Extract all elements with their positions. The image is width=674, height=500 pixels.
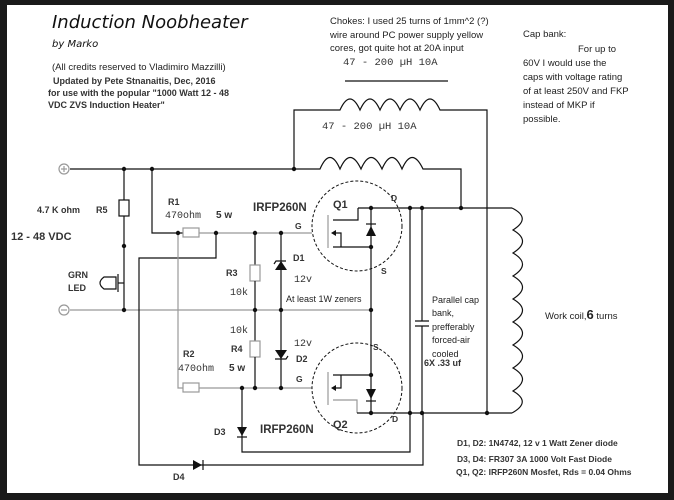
svg-text:Updated by Pete Stnanaitis, De: Updated by Pete Stnanaitis, Dec, 2016 (53, 76, 216, 86)
svg-text:wire around PC power supply ye: wire around PC power supply yellow (329, 30, 483, 41)
supply-voltage: 12 - 48 VDC (11, 231, 72, 243)
svg-text:prefferably: prefferably (432, 322, 475, 332)
svg-text:10k: 10k (230, 287, 248, 299)
d3-label: D3 (214, 427, 226, 437)
svg-text:G: G (296, 374, 303, 384)
q2-part: IRFP260N (260, 424, 314, 436)
junction-dots (121, 166, 490, 416)
r1-label: R1 (168, 197, 180, 207)
svg-text:caps with voltage rating: caps with voltage rating (523, 72, 622, 83)
cap-description: Parallel cap bank, prefferably forced-ai… (432, 295, 479, 359)
svg-text:VDC ZVS Induction Heater": VDC ZVS Induction Heater" (48, 100, 165, 110)
choke-rating-upper: 47 - 200 µH 10A (343, 57, 438, 69)
r2-label: R2 (183, 349, 195, 359)
svg-text:G: G (295, 221, 302, 231)
d2-zener-icon (275, 350, 289, 360)
r5-label: R5 (96, 205, 108, 215)
q1-label: Q1 (333, 199, 348, 211)
r4-label: R4 (231, 344, 243, 354)
r3-label: R3 (226, 268, 238, 278)
d2-label: D2 (296, 354, 308, 364)
led-label: GRN (68, 270, 88, 280)
r5-value: 4.7 K ohm (37, 205, 80, 215)
svg-text:D3, D4: FR307 3A 1000 Volt Fas: D3, D4: FR307 3A 1000 Volt Fast Diode (457, 454, 612, 464)
work-coil (511, 207, 524, 414)
svg-text:instead of MKP if: instead of MKP if (523, 100, 595, 111)
svg-text:12v: 12v (294, 339, 312, 350)
d4-label: D4 (173, 472, 185, 482)
r2-value: 470ohm (178, 363, 214, 375)
svg-text:bank,: bank, (432, 308, 454, 318)
svg-text:D: D (391, 193, 397, 203)
svg-text:60V I would use the: 60V I would use the (523, 58, 606, 69)
negative-terminal (58, 304, 70, 316)
svg-text:of at least 250V and FKP: of at least 250V and FKP (523, 86, 629, 97)
svg-text:S: S (381, 266, 387, 276)
lower-choke (70, 156, 462, 208)
positive-terminal (58, 163, 70, 175)
d1-zener-icon (273, 260, 287, 270)
svg-text:Parallel cap: Parallel cap (432, 295, 479, 305)
parts-list: D1, D2: 1N4742, 12 v 1 Watt Zener diode … (456, 438, 632, 477)
svg-text:5 w: 5 w (229, 363, 245, 374)
svg-text:Cap bank:: Cap bank: (523, 29, 566, 40)
svg-text:D1, D2: 1N4742, 12 v 1 Watt Ze: D1, D2: 1N4742, 12 v 1 Watt Zener diode (457, 438, 618, 448)
cap-bank-note: Cap bank: For up to 60V I would use the … (523, 29, 629, 125)
d3-diode-icon (237, 208, 411, 453)
svg-text:S: S (373, 342, 379, 352)
q2-mosfet (311, 310, 403, 434)
svg-text:For up to: For up to (578, 44, 616, 55)
svg-text:12v: 12v (294, 275, 312, 286)
q1-mosfet (311, 180, 403, 310)
capacitor-icon (415, 208, 429, 413)
svg-text:LED: LED (68, 283, 87, 293)
title: Induction Noobheater (52, 12, 249, 33)
led-icon (99, 274, 124, 292)
chokes-note: Chokes: I used 25 turns of 1mm^2 (?) wir… (329, 16, 489, 54)
credits: (All credits reserved to Vladimiro Mazzi… (52, 62, 226, 73)
work-coil-label: Work coil,6 turns (545, 307, 618, 322)
r1-value: 470ohm (165, 210, 201, 222)
svg-text:possible.: possible. (523, 114, 561, 125)
r5-resistor (118, 169, 130, 310)
svg-text:Chokes: I used 25 turns of 1mm: Chokes: I used 25 turns of 1mm^2 (?) (330, 16, 489, 27)
svg-text:D: D (392, 414, 398, 424)
svg-text:cores, got quite hot at 20A in: cores, got quite hot at 20A input (330, 43, 464, 54)
zener-note: At least 1W zeners (286, 294, 362, 304)
svg-text:5 w: 5 w (216, 210, 232, 221)
choke-rating-lower: 47 - 200 µH 10A (322, 121, 417, 133)
q2-label: Q2 (333, 419, 348, 431)
svg-text:10k: 10k (230, 325, 248, 337)
svg-text:for use with the popular "1000: for use with the popular "1000 Watt 12 -… (48, 88, 229, 98)
svg-text:cooled: cooled (432, 349, 459, 359)
canvas (7, 5, 668, 493)
author: by Marko (52, 39, 98, 50)
svg-text:forced-air: forced-air (432, 335, 470, 345)
cap-value: 6X .33 uf (424, 358, 462, 368)
upper-choke (293, 80, 488, 413)
q1-part: IRFP260N (253, 202, 307, 214)
update-note: Updated by Pete Stnanaitis, Dec, 2016 fo… (48, 76, 229, 110)
d4-diode-icon (193, 460, 204, 470)
d1-label: D1 (293, 253, 305, 263)
svg-text:Q1, Q2: IRFP260N Mosfet, Rds =: Q1, Q2: IRFP260N Mosfet, Rds = 0.04 Ohms (456, 467, 632, 477)
